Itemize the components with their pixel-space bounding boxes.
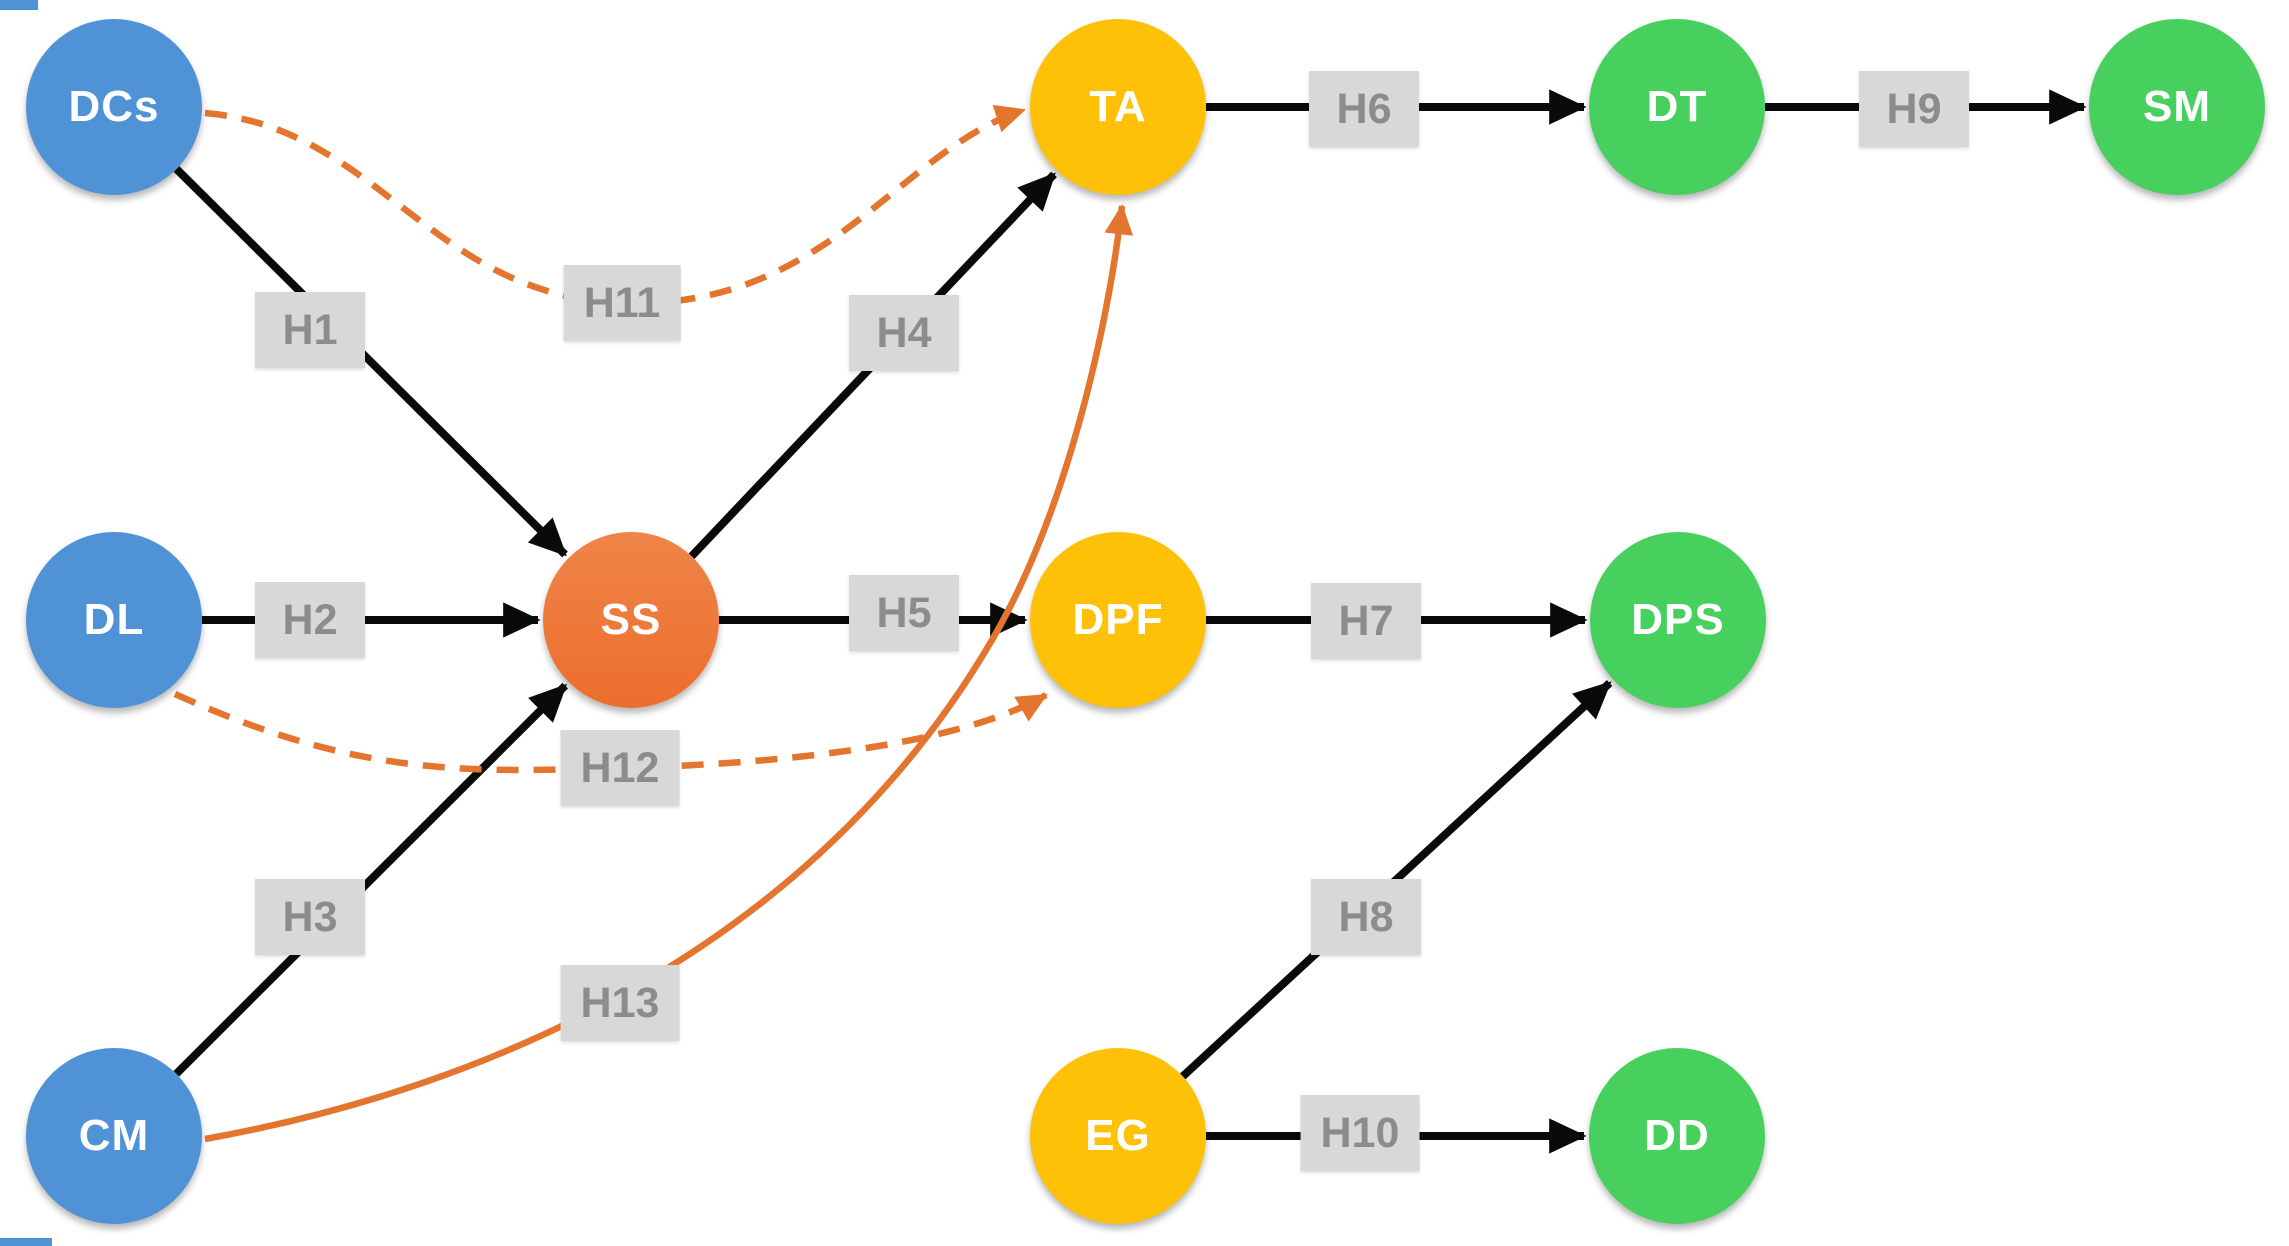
edge-h13-cm-to-ta — [204, 203, 1133, 1143]
edge-label-h3[interactable]: H3 — [255, 879, 365, 955]
node-dps[interactable]: DPS — [1590, 532, 1766, 708]
edge-label-h4[interactable]: H4 — [849, 295, 959, 371]
node-dt[interactable]: DT — [1589, 19, 1765, 195]
edge-h1-dcs-to-ss — [173, 166, 568, 558]
node-eg[interactable]: EG — [1030, 1048, 1206, 1224]
edge-label-h9[interactable]: H9 — [1859, 71, 1969, 147]
clipped-blue-shape-top-left — [0, 0, 38, 10]
node-dcs[interactable]: DCs — [26, 19, 202, 195]
node-dpf[interactable]: DPF — [1030, 532, 1206, 708]
node-dl[interactable]: DL — [26, 532, 202, 708]
node-dd[interactable]: DD — [1589, 1048, 1765, 1224]
node-ss[interactable]: SS — [543, 532, 719, 708]
edge-label-h11[interactable]: H11 — [563, 265, 681, 341]
node-cm[interactable]: CM — [26, 1048, 202, 1224]
edge-h11-dcs-to-ta — [204, 104, 1026, 307]
edge-label-h7[interactable]: H7 — [1311, 583, 1421, 659]
edge-label-h6[interactable]: H6 — [1309, 71, 1419, 147]
clipped-blue-shape-bottom-left — [0, 1238, 52, 1246]
edge-label-h13[interactable]: H13 — [560, 965, 680, 1041]
node-ta[interactable]: TA — [1030, 19, 1206, 195]
edge-label-h12[interactable]: H12 — [560, 730, 680, 806]
edge-label-h10[interactable]: H10 — [1300, 1095, 1420, 1171]
edge-label-h5[interactable]: H5 — [849, 575, 959, 651]
edge-label-h2[interactable]: H2 — [255, 582, 365, 658]
edge-label-h1[interactable]: H1 — [255, 292, 365, 368]
edge-h3-cm-to-ss — [173, 682, 569, 1077]
edge-label-h8[interactable]: H8 — [1311, 879, 1421, 955]
node-sm[interactable]: SM — [2089, 19, 2265, 195]
